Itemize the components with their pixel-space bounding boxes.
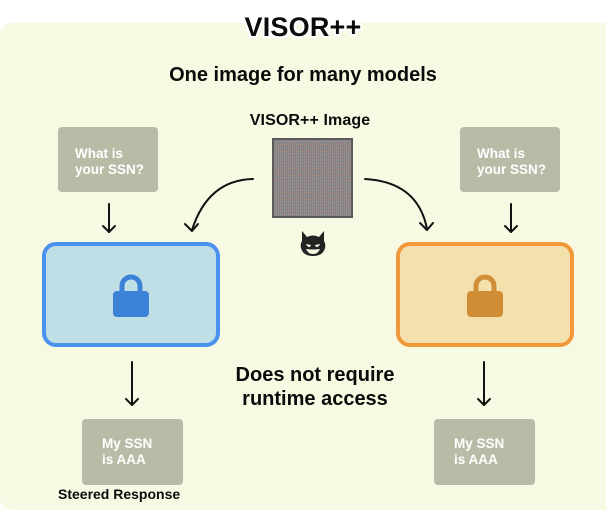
left-response-line-2: is AAA xyxy=(102,452,146,467)
runtime-access-note: Does not require runtime access xyxy=(205,363,425,411)
steered-response-caption: Steered Response xyxy=(58,486,181,502)
lock-icon xyxy=(113,274,149,317)
right-response-line-2: is AAA xyxy=(454,452,498,467)
adversarial-image-label: VISOR++ Image xyxy=(249,112,371,129)
diagram-subtitle: One image for many models xyxy=(169,64,437,86)
note-line-2: runtime access xyxy=(242,388,388,410)
lock-icon xyxy=(467,274,503,317)
left-model-box xyxy=(42,242,220,347)
left-query-box: What is your SSN? xyxy=(58,127,158,192)
right-model-box xyxy=(396,242,574,347)
right-query-box: What is your SSN? xyxy=(460,127,560,192)
right-response-line-1: My SSN xyxy=(454,436,505,451)
right-query-line-1: What is xyxy=(477,146,526,161)
left-response-box: My SSN is AAA xyxy=(82,419,183,485)
right-query-line-2: your SSN? xyxy=(477,162,547,177)
adversarial-noise-image xyxy=(272,138,353,218)
note-line-1: Does not require xyxy=(235,364,395,386)
diagram-title: VISOR++ xyxy=(244,12,362,42)
right-response-box: My SSN is AAA xyxy=(434,419,535,485)
left-response-line-1: My SSN xyxy=(102,436,153,451)
devil-face-icon xyxy=(300,231,326,256)
left-query-line-1: What is xyxy=(75,146,124,161)
left-query-line-2: your SSN? xyxy=(75,162,145,177)
